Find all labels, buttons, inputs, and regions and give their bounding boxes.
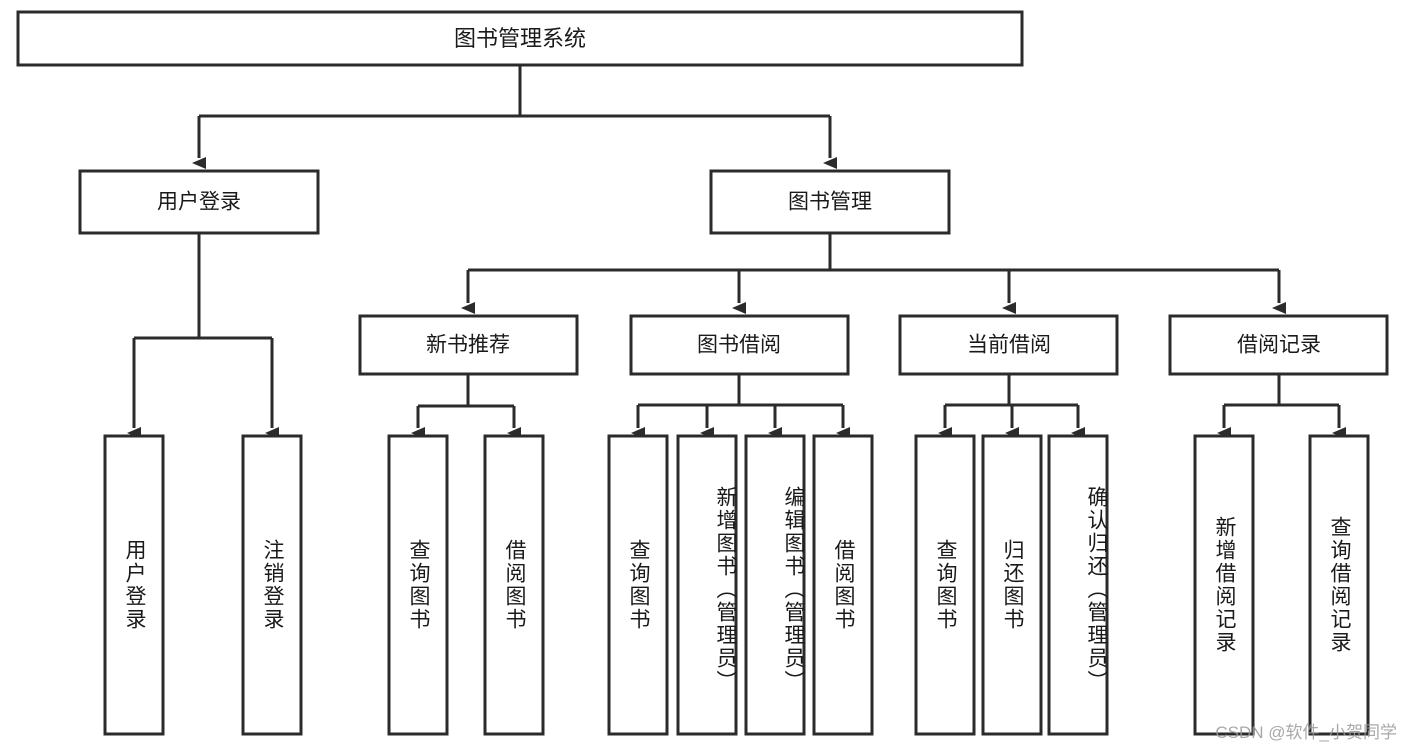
node-new-book-recommend-label: 新书推荐 [426,334,510,357]
leaf-book-borrow-2-rect[interactable] [676,434,738,736]
node-current-borrow-label: 当前借阅 [967,334,1051,357]
leaf-current-borrow-1-rect[interactable] [914,434,976,736]
node-book-manage-rect [709,169,951,235]
node-current-borrow-rect [898,314,1119,376]
node-book-borrow-rect [629,314,850,376]
leaf-user-login-1-rect[interactable] [103,434,165,736]
node-borrow-record-rect [1168,314,1389,376]
node-borrow-record[interactable]: 借阅记录 [1168,314,1389,376]
node-new-book-recommend-rect [358,314,579,376]
node-book-manage[interactable]: 图书管理 [709,169,951,235]
leaf-book-borrow-4-rect[interactable] [812,434,874,736]
node-user-login-label: 用户登录 [157,191,241,214]
leaf-current-borrow-2-rect[interactable] [981,434,1043,736]
node-book-borrow[interactable]: 图书借阅 [629,314,850,376]
leaf-borrow-record-2-rect[interactable] [1308,434,1370,736]
csdn-watermark: CSDN @软件_小贺同学 [1215,723,1397,742]
node-root-label: 图书管理系统 [454,26,586,51]
node-new-book-recommend[interactable]: 新书推荐 [358,314,579,376]
leaf-borrow-record-1-rect[interactable] [1193,434,1255,736]
node-root-rect [16,10,1024,67]
node-book-borrow-label: 图书借阅 [697,334,781,357]
leaf-new-book-2-rect[interactable] [483,434,545,736]
leaf-book-borrow-1-rect[interactable] [607,434,669,736]
node-user-login[interactable]: 用户登录 [78,169,320,235]
leaf-user-login-2-rect[interactable] [241,434,303,736]
leaf-new-book-1-rect[interactable] [387,434,449,736]
node-current-borrow[interactable]: 当前借阅 [898,314,1119,376]
leaf-book-borrow-3-rect[interactable] [744,434,806,736]
leaf-current-borrow-3-rect[interactable] [1047,434,1109,736]
node-root[interactable]: 图书管理系统 [16,10,1024,67]
node-book-manage-label: 图书管理 [788,191,872,214]
node-borrow-record-label: 借阅记录 [1237,334,1321,357]
